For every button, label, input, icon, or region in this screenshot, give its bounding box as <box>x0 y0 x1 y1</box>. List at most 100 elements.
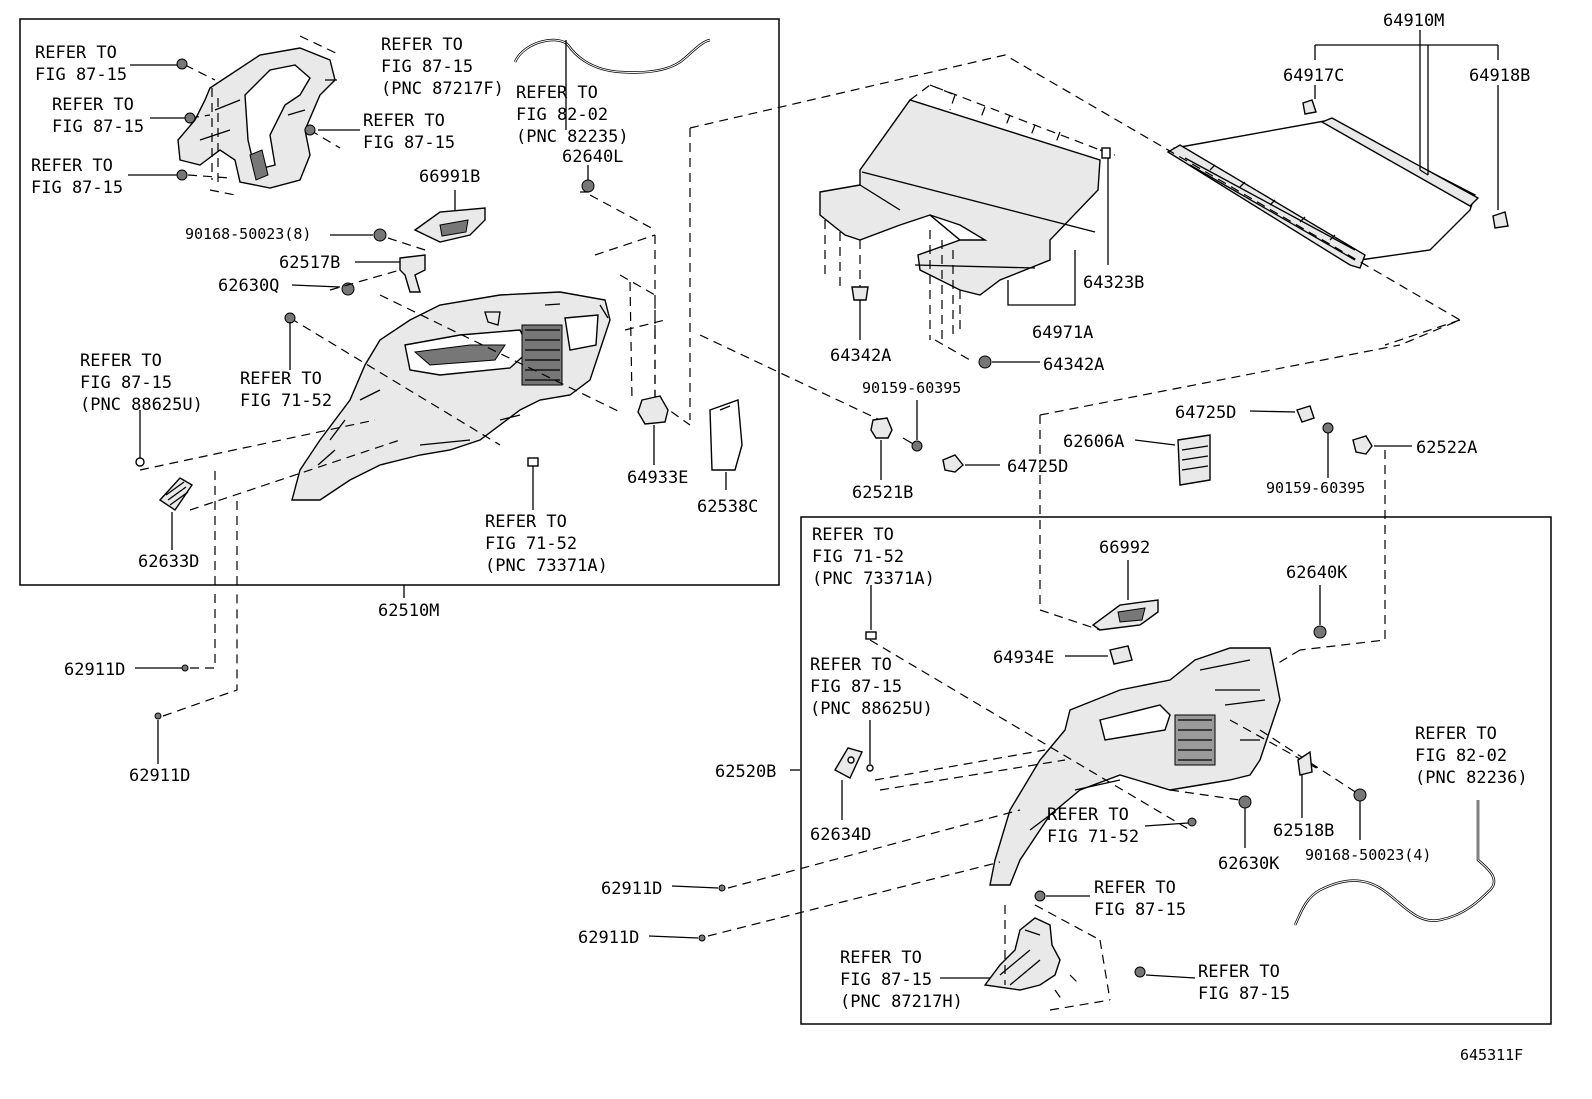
label-64323B: 64323B <box>1083 273 1144 293</box>
part-64725D-bumper-b <box>1249 405 1315 423</box>
refer-note-10: REFER TO FIG 71-52 (PNC 73371A) <box>812 525 935 589</box>
label-62640L: 62640L <box>562 147 623 167</box>
label-62520B: 62520B <box>715 762 776 782</box>
label-62630Q: 62630Q <box>218 276 279 296</box>
label-64342A-a: 64342A <box>830 346 891 366</box>
refer-note-1: REFER TO FIG 87-15 <box>35 43 127 85</box>
part-90168-clip-upper <box>330 228 426 251</box>
refer-note-4: REFER TO FIG 87-15 (PNC 87217F) <box>381 35 504 99</box>
label-90168-8: 90168-50023(8) <box>185 225 311 243</box>
part-64934E-bumper <box>1065 645 1133 665</box>
svg-text:REFER TO: REFER TO <box>1198 962 1280 982</box>
part-64725D-bumper-a <box>942 454 1000 473</box>
label-62606A: 62606A <box>1063 432 1124 452</box>
svg-text:FIG 87-15: FIG 87-15 <box>31 178 123 198</box>
label-90168-4: 90168-50023(4) <box>1305 846 1431 864</box>
large-connector-dashes <box>580 54 1462 651</box>
svg-text:FIG 87-15: FIG 87-15 <box>80 373 172 393</box>
svg-text:FIG 87-15: FIG 87-15 <box>35 65 127 85</box>
label-64971A: 64971A <box>1032 323 1093 343</box>
svg-text:(PNC 73371A): (PNC 73371A) <box>812 569 935 589</box>
label-66991B: 66991B <box>419 167 480 187</box>
svg-text:REFER TO: REFER TO <box>80 351 162 371</box>
connector-dash-62521B <box>699 334 881 421</box>
part-64342A-clip-b <box>978 355 1040 369</box>
clip-73371A-upper <box>527 457 539 510</box>
label-62630K: 62630K <box>1218 854 1280 874</box>
svg-text:FIG 87-15: FIG 87-15 <box>840 970 932 990</box>
part-64933E-bumper <box>637 395 669 465</box>
part-64910M-tonneau-cover <box>1166 117 1480 269</box>
label-62911D-d: 62911D <box>578 928 639 948</box>
part-62520B-trim-panel <box>989 647 1281 886</box>
svg-text:REFER TO: REFER TO <box>381 35 463 55</box>
lower-bracket-dashes <box>1004 904 1111 1011</box>
part-62640L-clip <box>581 165 595 193</box>
svg-text:(PNC 87217H): (PNC 87217H) <box>840 992 963 1012</box>
refer-note-7: REFER TO FIG 87-15 (PNC 88625U) <box>80 351 203 415</box>
svg-text:REFER TO: REFER TO <box>810 655 892 675</box>
clip-88625U-upper <box>135 410 145 467</box>
svg-text:FIG 82-02: FIG 82-02 <box>516 105 608 125</box>
refer-note-13: REFER TO FIG 82-02 (PNC 82236) <box>1415 724 1528 788</box>
part-62640K-clip <box>1313 585 1327 639</box>
label-62538C: 62538C <box>697 497 758 517</box>
svg-text:REFER TO: REFER TO <box>516 83 598 103</box>
part-62630K-clip <box>1238 795 1252 848</box>
leader-64971A <box>1007 250 1076 306</box>
svg-text:FIG 87-15: FIG 87-15 <box>381 57 473 77</box>
svg-text:FIG 87-15: FIG 87-15 <box>52 117 144 137</box>
label-66992: 66992 <box>1099 538 1150 558</box>
svg-text:(PNC 73371A): (PNC 73371A) <box>485 556 608 576</box>
label-62634D: 62634D <box>810 825 871 845</box>
part-62522A-bumper <box>1352 435 1412 455</box>
svg-text:FIG 71-52: FIG 71-52 <box>485 534 577 554</box>
label-64934E: 64934E <box>993 648 1054 668</box>
part-64323B-clip <box>1101 147 1111 265</box>
clip-7152-lower <box>1144 817 1197 827</box>
label-64917C: 64917C <box>1283 66 1344 86</box>
refer-note-2: REFER TO FIG 87-15 <box>52 95 144 137</box>
refer-note-14: REFER TO FIG 87-15 <box>1094 878 1186 920</box>
refer-note-9: REFER TO FIG 71-52 (PNC 73371A) <box>485 512 608 576</box>
part-62518B-bracket <box>1297 750 1313 818</box>
label-64933E: 64933E <box>627 468 688 488</box>
label-64342A-b: 64342A <box>1043 355 1104 375</box>
lower-right-group-frame <box>800 516 1552 1025</box>
part-62538C-cover <box>709 399 743 490</box>
label-645311F: 645311F <box>1460 1046 1523 1064</box>
clip-62911D-d <box>648 861 1001 942</box>
part-66991B-cover <box>413 190 486 243</box>
label-62510M: 62510M <box>378 601 439 621</box>
clip-73371A-lower <box>865 585 877 640</box>
clip-7152-upper <box>284 312 296 370</box>
wire-harness-lower <box>1293 800 1496 926</box>
label-62911D-b: 62911D <box>129 766 190 786</box>
part-62521B-bumper <box>870 417 893 480</box>
part-62630Q-clip <box>291 282 355 296</box>
part-66992-cover <box>1091 560 1159 631</box>
part-64971A-deck-board <box>819 99 1101 296</box>
refer-note-11: REFER TO FIG 87-15 (PNC 88625U) <box>810 655 933 719</box>
svg-text:(PNC 88625U): (PNC 88625U) <box>810 699 933 719</box>
refer-note-6: REFER TO FIG 82-02 (PNC 82235) <box>516 83 629 147</box>
bracket-leader-lines <box>184 35 341 196</box>
svg-text:(PNC 82236): (PNC 82236) <box>1415 768 1528 788</box>
deck-board-dash-top <box>909 84 1116 156</box>
label-62640K: 62640K <box>1286 563 1348 583</box>
panel-leader-lines-upper <box>139 194 666 511</box>
label-62517B: 62517B <box>279 253 340 273</box>
refer-note-12: REFER TO FIG 71-52 <box>1047 805 1139 847</box>
bracket-clip-3 <box>176 169 188 181</box>
part-62633D-cover <box>158 477 194 550</box>
svg-text:REFER TO: REFER TO <box>1094 878 1176 898</box>
svg-text:FIG 87-15: FIG 87-15 <box>810 677 902 697</box>
svg-text:FIG 87-15: FIG 87-15 <box>1198 984 1290 1004</box>
svg-text:FIG 87-15: FIG 87-15 <box>1094 900 1186 920</box>
label-62633D: 62633D <box>138 552 199 572</box>
bracket-clip-1 <box>176 58 188 70</box>
svg-text:REFER TO: REFER TO <box>52 95 134 115</box>
svg-text:REFER TO: REFER TO <box>1415 724 1497 744</box>
clip-62911D-b <box>154 495 238 764</box>
